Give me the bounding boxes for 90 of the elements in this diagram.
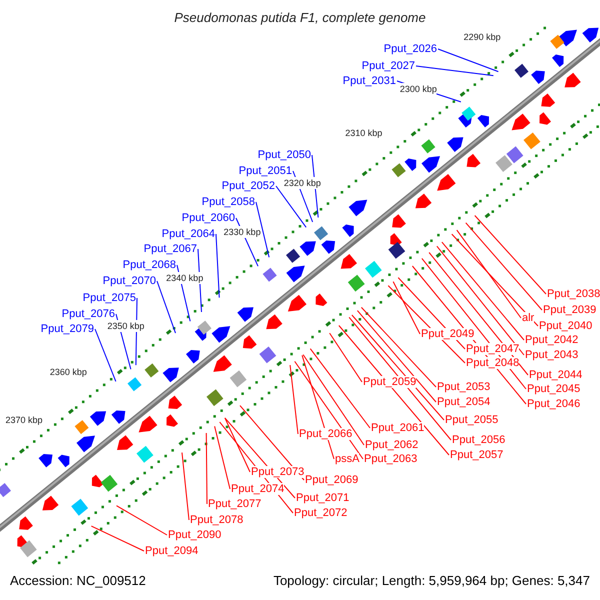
gene-label: Pput_2047 — [466, 343, 520, 355]
scale-label: 2310 kbp — [345, 127, 382, 139]
leader-line — [156, 280, 176, 334]
gene-label: Pput_2050 — [258, 149, 311, 161]
leader-line — [392, 281, 420, 334]
scale-label: 2320 kbp — [284, 176, 321, 189]
leader-line — [276, 186, 307, 228]
gene-label: Pput_2049 — [421, 328, 474, 340]
leader-line — [214, 426, 230, 490]
leader-line — [351, 314, 444, 420]
gene-label: Pput_2051 — [238, 165, 292, 177]
gene-label: Pput_2071 — [296, 492, 350, 504]
gene-label: Pput_2053 — [437, 381, 490, 393]
gene-label: Pput_2058 — [202, 196, 255, 208]
gene-label: Pput_2055 — [445, 414, 498, 426]
leader-line — [465, 222, 542, 310]
leader-line — [90, 526, 144, 552]
gene-label: Pput_2068 — [122, 259, 176, 271]
gene-label: Pput_2026 — [384, 43, 437, 55]
leader-line — [224, 417, 250, 472]
scale-label: 2350 kbp — [107, 320, 144, 332]
leader-line — [216, 234, 220, 298]
scale-label: 2300 kbp — [400, 82, 437, 95]
gene-label: Pput_2090 — [168, 529, 222, 541]
gene-label: Pput_2056 — [452, 434, 506, 446]
leader-line — [438, 48, 499, 72]
leader-line — [206, 432, 208, 504]
leader-line — [302, 354, 334, 460]
scale-label: 2330 kbp — [224, 226, 261, 238]
gene-label: Pput_2073 — [251, 466, 304, 478]
gene-label: Pput_2070 — [102, 275, 156, 287]
gene-label: Pput_2052 — [222, 180, 275, 192]
leader-line — [451, 234, 538, 326]
leader-line — [290, 364, 298, 434]
gene-label: Pput_2043 — [525, 349, 578, 361]
gene-label: Pput_2079 — [40, 323, 94, 335]
leader-line — [116, 505, 168, 536]
gene-label: Pput_2039 — [543, 304, 596, 316]
gene-label: Pput_2027 — [362, 60, 415, 72]
gene-label: Pput_2067 — [144, 243, 197, 255]
gene-label: Pput_2044 — [529, 369, 582, 381]
leader-line — [182, 452, 190, 520]
gene-label: Pput_2057 — [450, 449, 504, 461]
leader-line — [416, 66, 494, 76]
gene-label: Pput_2031 — [342, 75, 396, 87]
leader-line — [310, 348, 370, 428]
gene-label: Pput_2078 — [190, 514, 244, 526]
scale-label: 2290 kbp — [464, 31, 501, 44]
gene-label: Pput_2054 — [437, 396, 490, 408]
leader-line — [428, 252, 528, 376]
gene-label: Pput_2062 — [365, 439, 418, 451]
gene-label: Pput_2064 — [162, 228, 215, 240]
gene-label: Pput_2076 — [62, 308, 115, 320]
leader-line — [360, 306, 436, 388]
gene-label: Pput_2075 — [82, 292, 136, 304]
gene-label: Pput_2069 — [305, 474, 358, 486]
leader-line — [356, 310, 436, 402]
footer-text: Accession: NC_009512 — [10, 575, 146, 587]
footer-text: Topology: circular; Length: 5,959,964 bp; Genes: 5,347 — [273, 575, 590, 587]
gene-label: Pput_2060 — [182, 212, 235, 224]
leader-line — [256, 202, 270, 258]
gene-label: Pput_2063 — [364, 453, 418, 465]
leader-line — [94, 328, 116, 382]
gene-label: alr — [522, 312, 534, 324]
scale-label: 2340 kbp — [166, 272, 204, 284]
leader-line — [348, 316, 452, 440]
gene-label: Pput_2048 — [466, 357, 520, 369]
gene-label: Pput_2094 — [145, 545, 198, 557]
leader-line — [456, 230, 522, 318]
leader-line — [294, 360, 364, 460]
gene-label: Pput_2046 — [527, 398, 580, 410]
leader-line — [474, 215, 546, 294]
gene-label: Pput_2077 — [208, 498, 262, 510]
gene-label: Pput_2066 — [299, 428, 352, 440]
leader-line — [329, 332, 362, 382]
gene-label: Pput_2045 — [527, 383, 580, 395]
gene-label: Pput_2040 — [539, 320, 592, 332]
gene-label: Pput_2074 — [231, 483, 284, 495]
leader-line — [441, 242, 524, 340]
leader-line — [302, 354, 364, 446]
leader-line — [436, 246, 524, 356]
leader-line — [338, 325, 450, 456]
gene-label: pssA — [335, 453, 360, 465]
gene-label: Pput_2061 — [371, 422, 424, 434]
gene-label: Pput_2042 — [525, 334, 578, 346]
scale-label: 2360 kbp — [50, 366, 87, 378]
gene-label: Pput_2038 — [547, 288, 600, 300]
gene-label: Pput_2059 — [363, 376, 416, 388]
scale-label: 2370 kbp — [5, 414, 43, 426]
gene-label: Pput_2072 — [294, 507, 348, 519]
